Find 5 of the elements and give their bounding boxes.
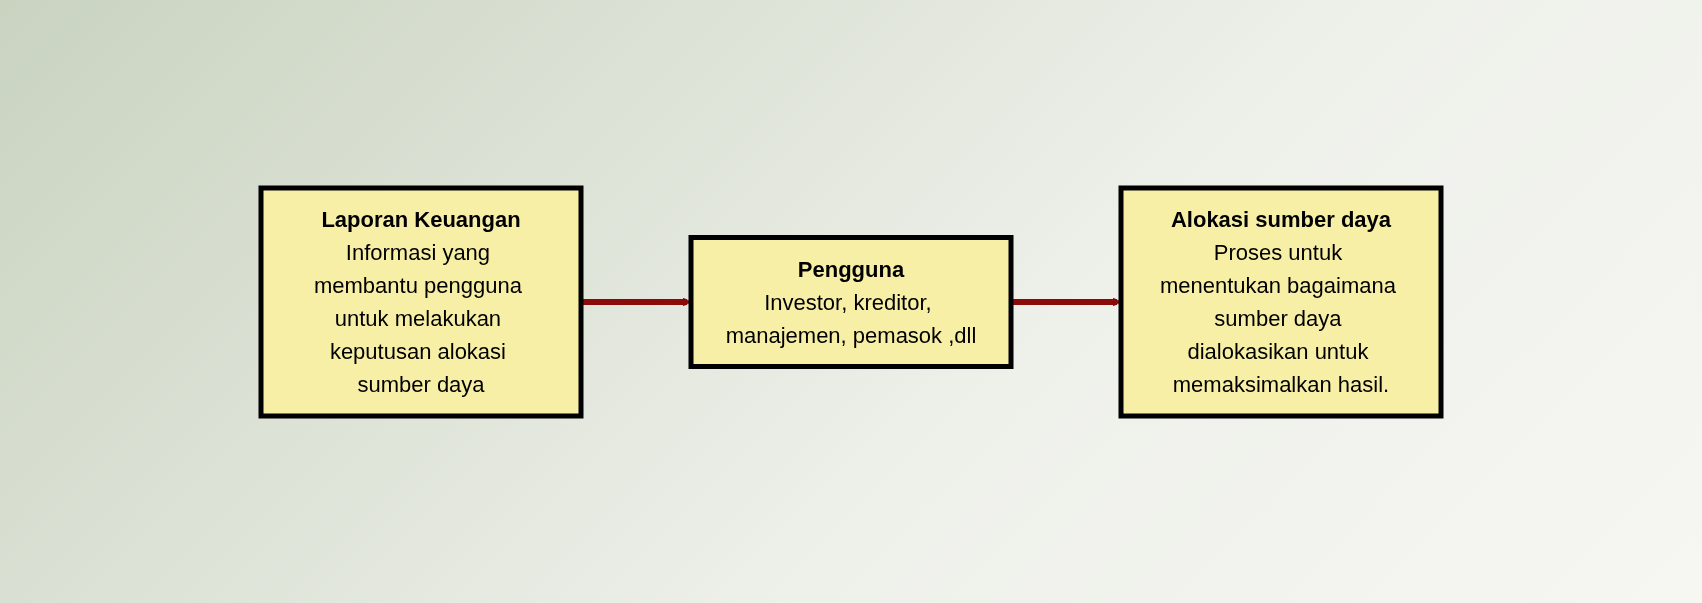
arrow [581,297,692,306]
node-box: Alokasi sumber daya Proses untuk menentukan bagaimana sumber daya dialokasikan untuk memaksimalkan hasil. [1118,185,1444,418]
arrow [1011,297,1122,306]
node-box: Laporan Keuangan Informasi yang membantu pengguna untuk melakukan keputusan alokasi sumber daya [258,185,584,418]
node-box: Pengguna Investor, kreditor, manajemen, pemasok ,dll [688,234,1014,369]
